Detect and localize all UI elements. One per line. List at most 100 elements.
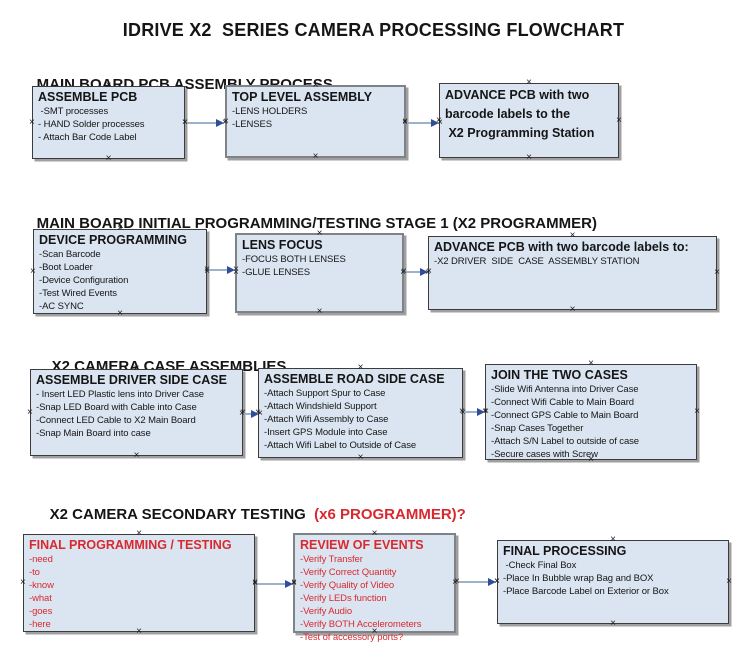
box-title: DEVICE PROGRAMMING [39, 233, 187, 247]
connector-line [257, 583, 286, 585]
box-item: -Verify Audio [300, 606, 353, 617]
flow-box-advance-pcb-driver-side-station[interactable]: ADVANCE PCB with two barcode labels to: … [425, 231, 720, 315]
connector-line [209, 269, 228, 271]
flow-box-final-processing[interactable]: FINAL PROCESSING -Check Final Box -Place… [494, 535, 732, 629]
box-item: -Connect LED Cable to X2 Main Board [36, 415, 196, 426]
box-item: -Snap Cases Together [491, 423, 584, 434]
connection-handle-icon: × [27, 406, 33, 418]
connection-handle-icon: × [616, 114, 622, 126]
box-title: TOP LEVEL ASSEMBLY [232, 90, 373, 104]
box-item: -FOCUS BOTH LENSES [242, 254, 346, 265]
arrowhead-icon [285, 580, 293, 588]
box-item: -Attach S/N Label to outside of case [491, 436, 639, 447]
connection-handle-icon: × [610, 618, 616, 629]
section-heading-text: X2 CAMERA SECONDARY TESTING [49, 506, 315, 523]
flow-box-final-programming-testing[interactable]: FINAL PROGRAMMING / TESTING -need -to -k… [20, 529, 258, 637]
connector-line [459, 581, 489, 583]
flow-box-assemble-road-side-case[interactable]: ASSEMBLE ROAD SIDE CASE -Attach Support … [255, 363, 466, 463]
box-title: FINAL PROGRAMMING / TESTING [29, 538, 232, 552]
box-title: ASSEMBLE PCB [38, 90, 138, 104]
connector-line [244, 413, 252, 415]
box-item: -Test of accessory ports? [300, 632, 404, 643]
flow-box-assemble-driver-side-case[interactable]: ASSEMBLE DRIVER SIDE CASE - Insert LED P… [27, 364, 246, 461]
connector-line [464, 411, 478, 413]
box-item: - Insert LED Plastic lens into Driver Ca… [36, 389, 204, 400]
box-item: -need [29, 554, 53, 565]
connection-handle-icon: × [316, 306, 323, 317]
flow-box-advance-pcb-programming-station[interactable]: ADVANCE PCB with two barcode labels to t… [436, 78, 622, 163]
arrowhead-icon [216, 119, 224, 127]
flow-box-lens-focus[interactable]: LENS FOCUS -FOCUS BOTH LENSES -GLUE LENS… [233, 229, 406, 317]
connection-handle-icon: × [312, 151, 319, 162]
box-item: -know [29, 580, 54, 591]
box-item: -Attach Support Spur to Case [264, 388, 386, 399]
arrowhead-icon [420, 268, 428, 276]
connector-arrow[interactable]: ×× [454, 577, 500, 587]
box-item: -Snap LED Board with Cable into Case [36, 402, 197, 413]
arrowhead-icon [488, 578, 496, 586]
arrowhead-icon [477, 408, 485, 416]
flow-box-device-programming[interactable]: DEVICE PROGRAMMING -Scan Barcode -Boot L… [30, 224, 210, 319]
box-item: -AC SYNC [39, 301, 84, 312]
box-item: -Scan Barcode [39, 249, 101, 260]
connector-arrow[interactable]: ×× [402, 118, 443, 128]
connector-arrow[interactable]: ×× [401, 267, 432, 277]
section-heading-secondary-testing: X2 CAMERA SECONDARY TESTING (x6 PROGRAMM… [33, 489, 466, 540]
connection-handle-icon: × [20, 577, 26, 588]
box-item: -Slide Wifi Antenna into Driver Case [491, 384, 639, 395]
section-heading-text: MAIN BOARD INITIAL PROGRAMMING/TESTING S… [36, 215, 597, 232]
connection-handle-icon: × [357, 452, 364, 463]
box-title: ADVANCE PCB with two [445, 88, 590, 102]
arrowhead-icon [227, 266, 235, 274]
connector-arrow[interactable]: ×× [252, 579, 297, 589]
box-item: -Place Barcode Label on Exterior or Box [503, 586, 669, 597]
box-item: -LENSES [232, 119, 272, 130]
box-title: REVIEW OF EVENTS [300, 538, 424, 552]
connection-handle-icon: × [569, 304, 576, 315]
box-item: -Attach Wifi Assembly to Case [264, 414, 389, 425]
flow-box-assemble-pcb[interactable]: ASSEMBLE PCB -SMT processes - HAND Solde… [29, 81, 188, 164]
box-item: -goes [29, 606, 53, 617]
connection-handle-icon: × [105, 153, 112, 164]
connection-handle-icon: × [694, 406, 700, 417]
connector-arrow[interactable]: ×× [204, 265, 239, 275]
connection-handle-icon: × [714, 267, 720, 278]
box-item: -what [29, 593, 52, 604]
box-item: -SMT processes [38, 106, 109, 117]
box-item: -Verify Quality of Video [300, 580, 395, 591]
connector-arrow[interactable]: ×× [182, 118, 228, 128]
connection-handle-icon: × [29, 116, 35, 128]
connector-arrow[interactable]: ×× [459, 407, 489, 417]
box-item: -Connect GPS Cable to Main Board [491, 410, 639, 421]
connection-handle-icon: × [726, 576, 732, 587]
box-item: -Verify BOTH Accelerometers [300, 619, 422, 630]
box-item: -X2 DRIVER SIDE CASE ASSEMBLY STATION [434, 256, 640, 267]
section-heading-red-text: (x6 PROGRAMMER)? [314, 506, 466, 523]
connection-handle-icon: × [30, 265, 36, 277]
box-item: -Attach Wifi Label to Outside of Case [264, 440, 417, 451]
box-item: -Connect Wifi Cable to Main Board [491, 397, 634, 408]
box-item: -GLUE LENSES [242, 267, 310, 278]
box-item: -Place In Bubble wrap Bag and BOX [503, 573, 654, 584]
box-item: -Test Wired Events [39, 288, 117, 299]
box-item: -Verify LEDs function [300, 593, 387, 604]
box-title: ADVANCE PCB with two barcode labels to: [434, 240, 689, 254]
connector-arrow[interactable]: ×× [239, 409, 263, 419]
box-title: FINAL PROCESSING [503, 544, 627, 558]
box-item: -Secure cases with Screw [491, 449, 598, 460]
box-item: -to [29, 567, 40, 578]
connection-handle-icon: × [526, 152, 532, 163]
flow-box-review-of-events[interactable]: REVIEW OF EVENTS -Verify Transfer -Verif… [291, 529, 458, 644]
box-item: - HAND Solder processes [38, 119, 145, 130]
box-title: barcode labels to the [445, 107, 571, 121]
box-item: -Verify Correct Quantity [300, 567, 397, 578]
box-title: ASSEMBLE DRIVER SIDE CASE [36, 373, 228, 387]
box-title: ASSEMBLE ROAD SIDE CASE [264, 372, 445, 386]
box-item: -Snap Main Board into case [36, 428, 151, 439]
box-item: -Insert GPS Module into Case [264, 427, 388, 438]
box-item: - Attach Bar Code Label [38, 132, 137, 143]
flow-box-join-the-two-cases[interactable]: JOIN THE TWO CASES -Slide Wifi Antenna i… [482, 359, 700, 465]
flow-box-top-level-assembly[interactable]: TOP LEVEL ASSEMBLY -LENS HOLDERS -LENSES… [223, 81, 408, 162]
box-item: -here [29, 619, 51, 630]
